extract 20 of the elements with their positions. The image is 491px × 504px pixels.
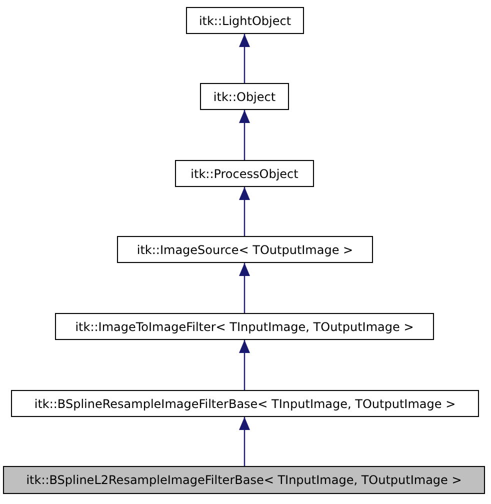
class-name: itk::ImageSource< TOutputImage > (136, 242, 354, 256)
class-box (186, 7, 304, 34)
inheritance-arrow (239, 187, 250, 236)
class-name: itk::ProcessObject (190, 166, 298, 180)
class-name: itk::BSplineResampleImageFilterBase< TInputImage, TOutputImage > (34, 396, 456, 410)
inheritance-arrow (239, 110, 250, 160)
class-box (3, 466, 485, 494)
class-box (200, 83, 289, 110)
class-name: itk::BSplineL2ResampleImageFilterBase< TInputImage, TOutputImage > (26, 473, 462, 487)
inheritance-arrow (239, 417, 250, 466)
class-box (11, 390, 479, 417)
class-box (117, 236, 373, 263)
class-box (55, 313, 434, 340)
inheritance-arrow (239, 34, 250, 83)
class-box (175, 160, 314, 187)
inheritance-arrow (239, 340, 250, 390)
class-name: itk::LightObject (198, 14, 292, 28)
class-name: itk::Object (213, 90, 276, 104)
inheritance-arrow (239, 263, 250, 313)
class-name: itk::ImageToImageFilter< TInputImage, TOutputImage > (75, 320, 414, 334)
